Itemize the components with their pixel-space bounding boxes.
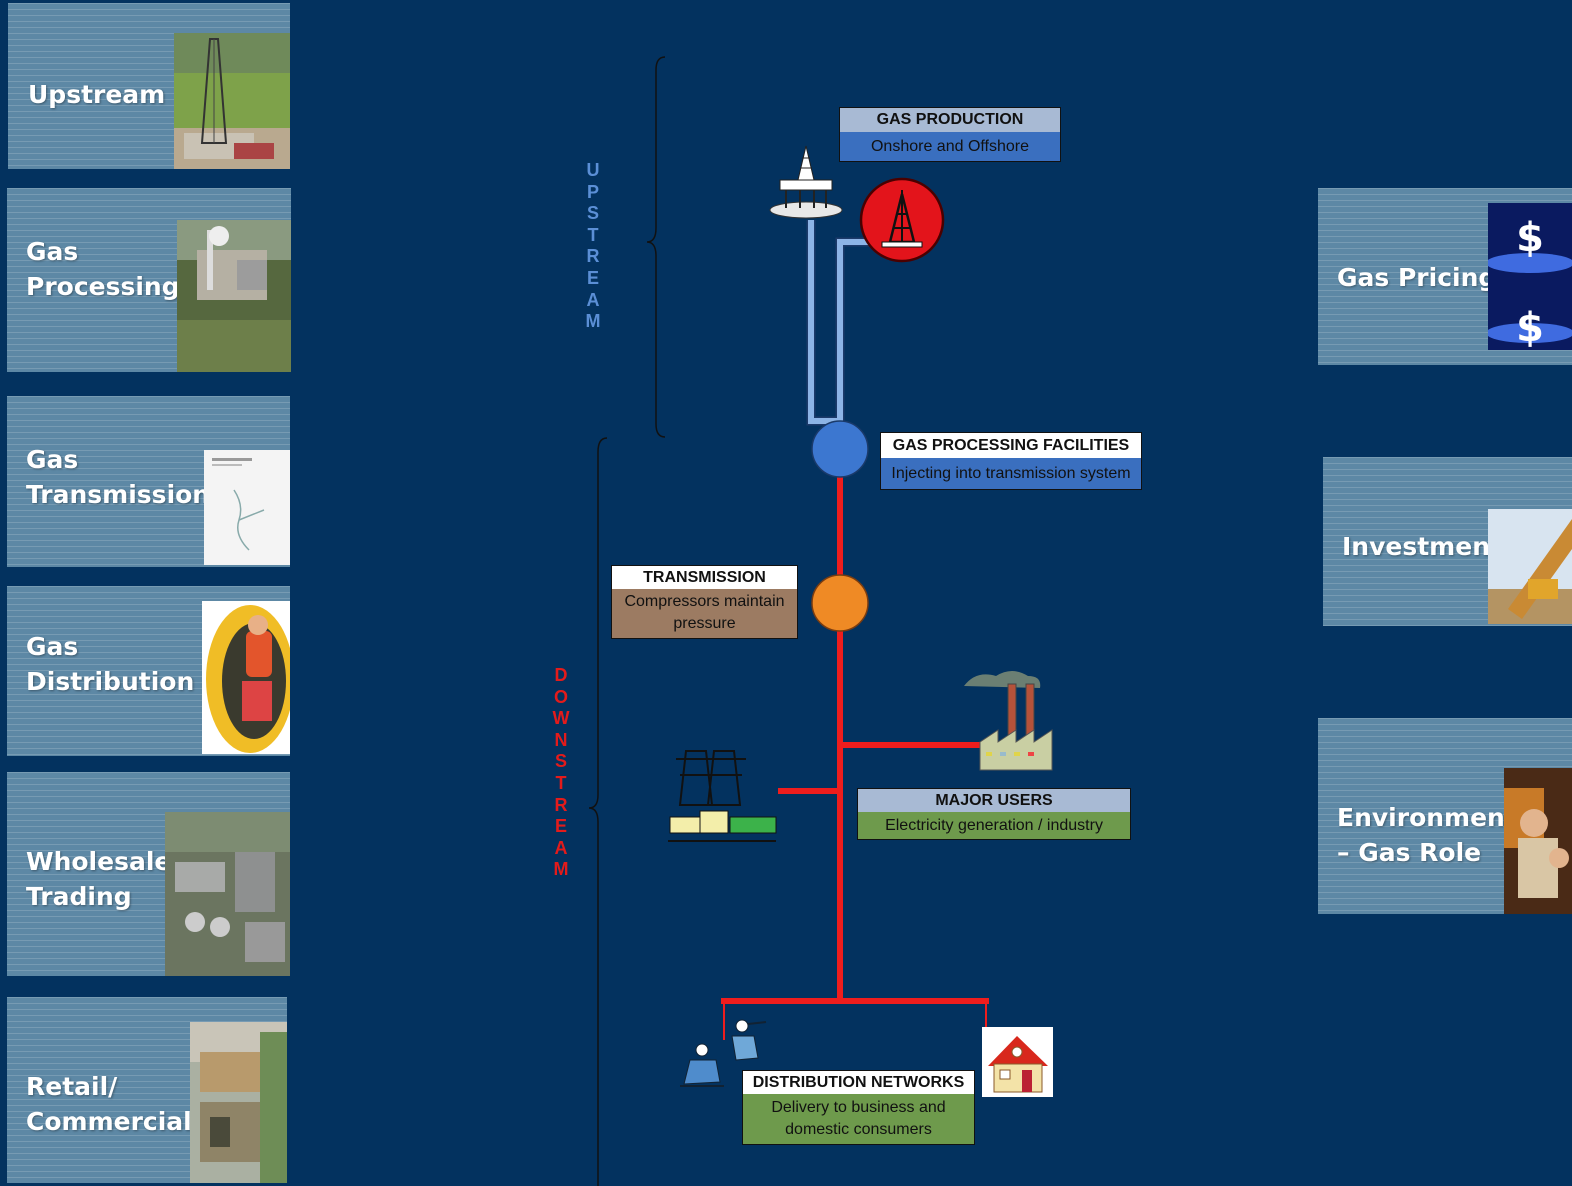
pipeline-construction-photo [1488, 509, 1572, 624]
gas-processing-subtitle: Injecting into transmission system [881, 458, 1141, 489]
gas-production-subtitle: Onshore and Offshore [840, 132, 1060, 161]
gas-production-box: GAS PRODUCTION Onshore and Offshore [839, 107, 1061, 162]
processing-plant-photo [177, 220, 291, 372]
downstream-letter: R [554, 794, 568, 815]
tile-investment-label: Investment [1342, 532, 1502, 561]
tile-gas-processing[interactable]: Gas Processing [7, 188, 291, 372]
downstream-pipe [721, 448, 989, 1048]
gas-production-title: GAS PRODUCTION [840, 108, 1060, 132]
tile-retail-commercial-label: Retail/ Commercial [26, 1072, 192, 1136]
commercial-buildings-photo [190, 1022, 287, 1183]
upstream-letter: U [586, 160, 600, 180]
drilling-rig-photo [174, 33, 290, 169]
tile-gas-pricing-label: Gas Pricing [1337, 263, 1497, 292]
workers-icon [680, 1019, 767, 1087]
upstream-pipe [806, 220, 872, 426]
svg-text:$: $ [1516, 215, 1544, 261]
distribution-title: DISTRIBUTION NETWORKS [743, 1071, 974, 1094]
svg-text:$: $ [1516, 305, 1544, 350]
tile-upstream[interactable]: Upstream [8, 3, 290, 169]
distribution-box: DISTRIBUTION NETWORKS Delivery to busine… [742, 1070, 975, 1145]
major-users-subtitle: Electricity generation / industry [858, 812, 1130, 839]
tile-gas-transmission[interactable]: Gas Transmission [7, 396, 290, 567]
onshore-rig-icon [859, 177, 945, 263]
gas-worker-photo [202, 601, 290, 754]
upstream-letter: P [586, 181, 599, 202]
transmission-title: TRANSMISSION [612, 566, 797, 589]
downstream-letter: W [552, 708, 570, 729]
downstream-letter: N [554, 729, 568, 750]
tile-environment[interactable]: Environment – Gas Role [1318, 718, 1572, 914]
transmission-document-photo [204, 450, 290, 565]
downstream-letter: M [553, 859, 569, 880]
tile-retail-commercial[interactable]: Retail/ Commercial [7, 997, 287, 1183]
power-station-icon [668, 750, 777, 842]
upstream-letter: E [586, 267, 599, 288]
tile-gas-transmission-label: Gas Transmission [26, 445, 211, 509]
upstream-letter: A [586, 289, 600, 310]
tile-wholesale-trading-label: Wholesale Trading [26, 847, 172, 911]
factory-icon [964, 671, 1053, 771]
aerial-facility-photo [165, 812, 290, 976]
gas-flame-dollar-photo: $ $ [1488, 203, 1572, 350]
compressor-node [811, 574, 869, 632]
tile-upstream-label: Upstream [28, 80, 166, 109]
downstream-letter: T [555, 772, 567, 793]
family-fireplace-photo [1504, 768, 1572, 914]
transmission-subtitle: Compressors maintain pressure [612, 589, 797, 638]
upstream-letter: S [586, 203, 599, 224]
upstream-letter: M [585, 311, 601, 332]
distribution-subtitle: Delivery to business and domestic consum… [743, 1094, 974, 1144]
downstream-brace [588, 437, 608, 1186]
house-icon [982, 1027, 1053, 1097]
tile-gas-processing-label: Gas Processing [26, 237, 180, 301]
major-users-box: MAJOR USERS Electricity generation / ind… [857, 788, 1131, 840]
tile-environment-label: Environment – Gas Role [1337, 803, 1517, 867]
downstream-letter: S [554, 751, 567, 772]
upstream-letter: R [586, 246, 600, 267]
downstream-letter: O [553, 686, 568, 707]
downstream-letter: D [554, 665, 568, 685]
downstream-letter: E [554, 816, 567, 837]
upstream-vertical-label: U P S T R E A M [583, 160, 603, 333]
major-users-title: MAJOR USERS [858, 789, 1130, 812]
tile-gas-pricing[interactable]: Gas Pricing $ $ [1318, 188, 1572, 365]
transmission-box: TRANSMISSION Compressors maintain pressu… [611, 565, 798, 639]
gas-processing-title: GAS PROCESSING FACILITIES [881, 433, 1141, 458]
offshore-platform-icon [769, 145, 843, 219]
tile-gas-distribution[interactable]: Gas Distribution [7, 586, 290, 756]
upstream-letter: T [587, 224, 599, 245]
processing-node [811, 420, 869, 478]
tile-investment[interactable]: Investment [1323, 457, 1572, 626]
tile-gas-distribution-label: Gas Distribution [26, 632, 195, 696]
downstream-letter: A [554, 837, 568, 858]
upstream-brace [646, 56, 666, 438]
downstream-vertical-label: D O W N S T R E A M [551, 665, 571, 881]
gas-processing-box: GAS PROCESSING FACILITIES Injecting into… [880, 432, 1142, 490]
tile-wholesale-trading[interactable]: Wholesale Trading [7, 772, 290, 976]
